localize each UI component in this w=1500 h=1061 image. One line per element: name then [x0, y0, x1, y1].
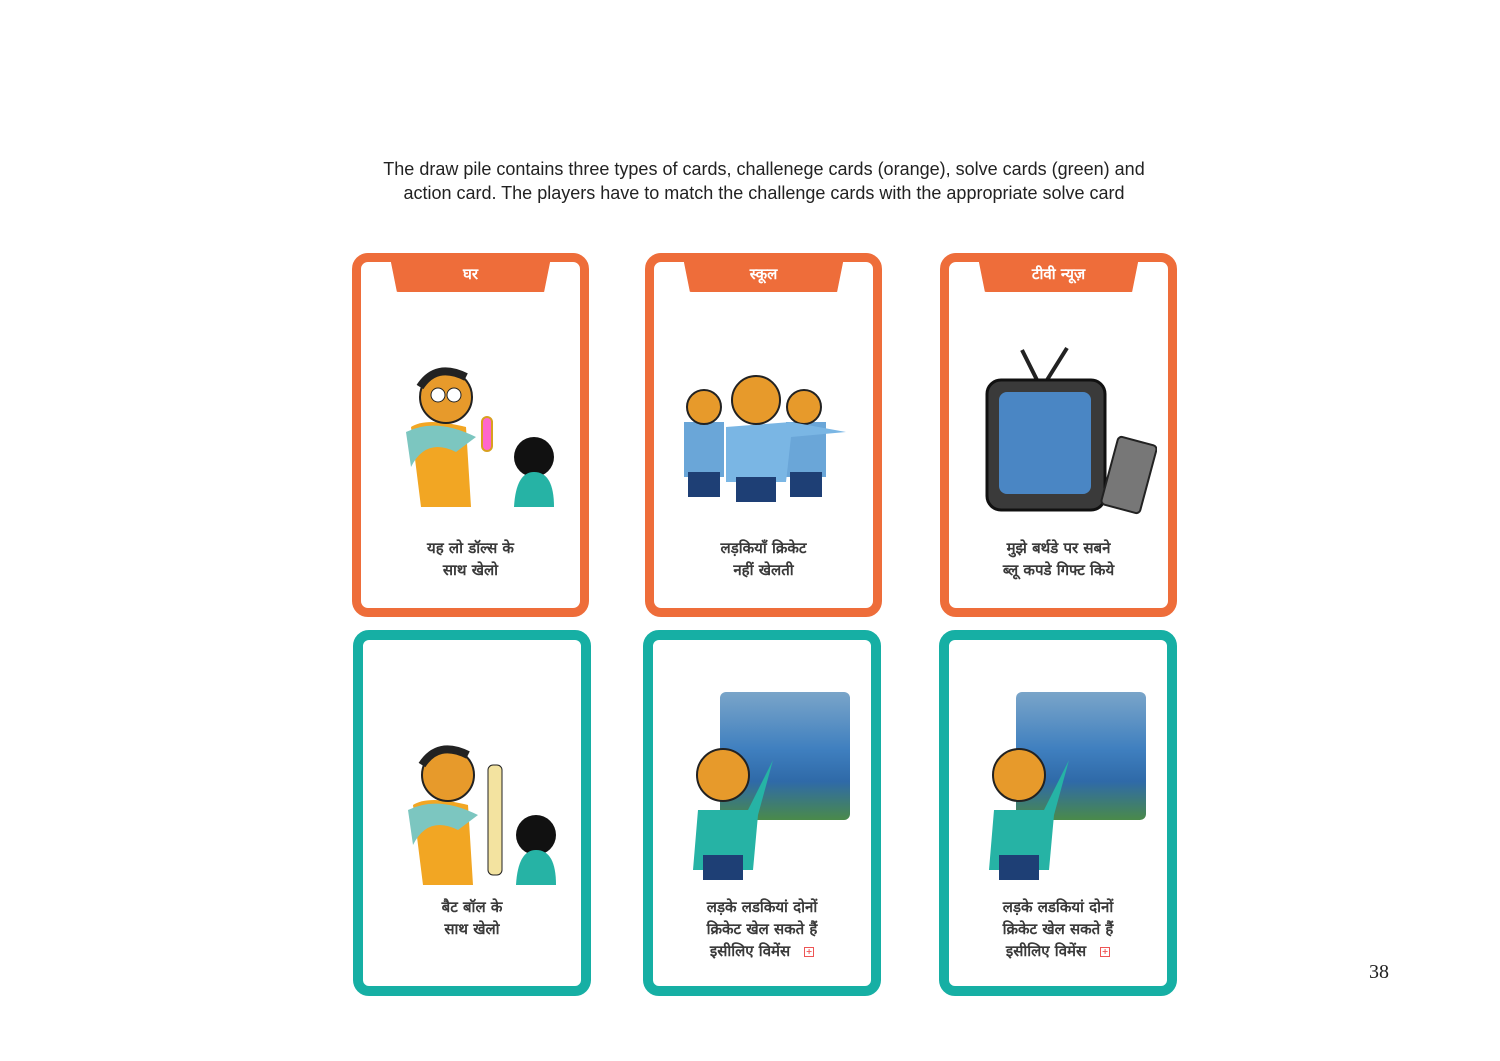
girl-pointing-illustration [693, 748, 773, 880]
card-caption: बैट बॉल के साथ खेलो [363, 896, 581, 940]
page-number: 38 [1369, 961, 1389, 983]
caption-line: इसीलिए विमेंस [709, 942, 791, 960]
card-caption: लड़के लडकियां दोनों क्रिकेट खेल सकते हैं… [949, 896, 1167, 962]
caption-line: इसीलिए विमेंस [1005, 942, 1087, 960]
card-tab: घर [390, 260, 551, 292]
card-tab: स्कूल [683, 260, 844, 292]
caption-line: लड़कियाँ क्रिकेट [720, 539, 807, 557]
solve-card-bat-ball: बैट बॉल के साथ खेलो [353, 630, 591, 996]
card-caption: मुझे बर्थडे पर सबने ब्लू कपडे गिफ्ट किये [949, 537, 1168, 581]
solve-card-womens-cricket: लड़के लडकियां दोनों क्रिकेट खेल सकते हैं… [643, 630, 881, 996]
challenge-card-school: स्कूल लड़कियाँ क्रिकेट नहीं खेलती [645, 253, 882, 617]
challenge-card-tv-news: टीवी न्यूज़ मुझे बर्थडे पर सबने ब्लू कपड… [940, 253, 1177, 617]
caption-line: बैट बॉल के [441, 898, 503, 916]
card-caption: लड़के लडकियां दोनों क्रिकेट खेल सकते हैं… [653, 896, 871, 962]
note-marker-icon: + [1100, 946, 1111, 957]
caption-line: क्रिकेट खेल सकते हैं [1002, 920, 1114, 938]
caption-line: यह लो डॉल्स के [427, 539, 514, 557]
caption-line: मुझे बर्थडे पर सबने [1006, 539, 1111, 557]
caption-line: नहीं खेलती [733, 561, 794, 579]
caption-line: लड़के लडकियां दोनों [706, 898, 818, 916]
note-marker-icon: + [804, 946, 815, 957]
caption-line: लड़के लडकियां दोनों [1002, 898, 1114, 916]
challenge-card-home: घर यह लो डॉल्स के साथ खेलो [352, 253, 589, 617]
boys-pointing-illustration [684, 375, 846, 502]
intro-text: The draw pile contains three types of ca… [300, 157, 1228, 205]
mother-doll-illustration [406, 367, 554, 507]
caption-line: साथ खेलो [442, 561, 499, 579]
caption-line: ब्लू कपडे गिफ्ट किये [1002, 561, 1115, 579]
mother-bat-illustration [408, 745, 556, 885]
tv-remote-illustration [985, 346, 1157, 515]
solve-card-womens-cricket-2: लड़के लडकियां दोनों क्रिकेट खेल सकते हैं… [939, 630, 1177, 996]
card-caption: यह लो डॉल्स के साथ खेलो [361, 537, 580, 581]
card-caption: लड़कियाँ क्रिकेट नहीं खेलती [654, 537, 873, 581]
caption-line: साथ खेलो [444, 920, 500, 938]
intro-line-2: action card. The players have to match t… [403, 183, 1125, 203]
intro-line-1: The draw pile contains three types of ca… [383, 159, 1145, 179]
card-tab: टीवी न्यूज़ [978, 260, 1139, 292]
girl-pointing-illustration [989, 748, 1069, 880]
caption-line: क्रिकेट खेल सकते हैं [706, 920, 818, 938]
